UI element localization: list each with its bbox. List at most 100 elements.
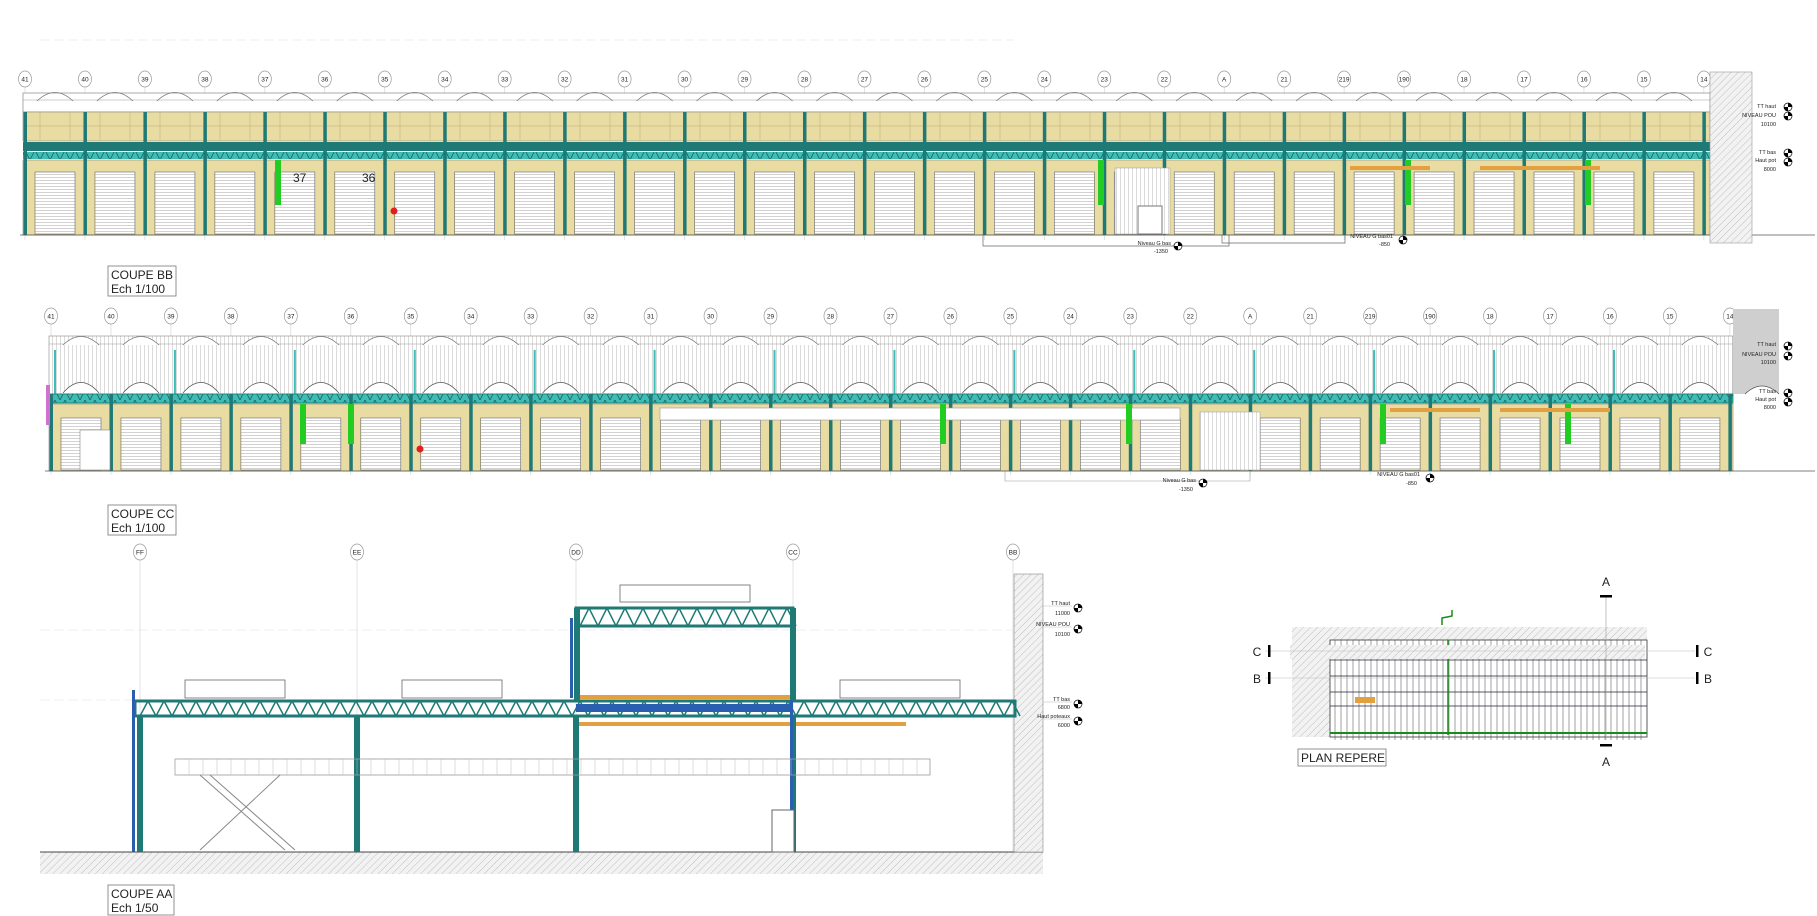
- grid-label: 23: [1101, 77, 1109, 84]
- roller-door: [1593, 171, 1635, 235]
- grid-label: 24: [1041, 77, 1049, 84]
- level-label: TT haut: [1757, 342, 1776, 348]
- level-marker-quadrant: [1074, 629, 1078, 633]
- level-marker-quadrant: [1788, 398, 1792, 402]
- vertical-duct: [893, 350, 896, 394]
- column: [982, 112, 987, 235]
- truss-web: [507, 699, 525, 717]
- cable-tray: [1500, 408, 1610, 412]
- column: [143, 112, 147, 235]
- level-value: -850: [1379, 242, 1390, 248]
- roof-arch: [482, 336, 519, 346]
- grid-label: 219: [1339, 77, 1350, 84]
- level-marker-icon: [1073, 716, 1083, 726]
- grid-bubble: [643, 307, 658, 325]
- level-value: -1350: [1179, 487, 1193, 493]
- roof-arch: [1056, 92, 1093, 102]
- roof-arch: [482, 382, 520, 394]
- roller-door: [634, 171, 675, 235]
- level-label: TT bas: [1053, 697, 1070, 703]
- grid-label: 25: [981, 77, 989, 84]
- blue-pipe: [132, 690, 135, 852]
- roller-door: [1173, 171, 1215, 235]
- grid-bubble: [523, 307, 538, 325]
- roof-arch: [422, 382, 460, 394]
- roller-door: [1293, 171, 1335, 235]
- grid-bubble: [377, 70, 392, 88]
- level-label: TT haut: [1757, 104, 1776, 110]
- column: [1548, 394, 1552, 471]
- column: [683, 112, 687, 235]
- vertical-duct: [773, 350, 776, 394]
- existing-wall: [1733, 309, 1779, 394]
- grid-label: 18: [1460, 77, 1468, 84]
- roof-arch: [1082, 336, 1119, 346]
- column: [409, 394, 413, 471]
- roof-arch: [182, 336, 220, 346]
- roof-truss: [22, 92, 1711, 113]
- grid-label: 219: [1365, 314, 1376, 321]
- roof-arch: [662, 336, 699, 346]
- grid-label: 37: [287, 314, 295, 321]
- truss-web: [651, 606, 671, 627]
- roof-arch: [1595, 92, 1633, 102]
- column: [828, 394, 833, 471]
- truss-web: [875, 699, 893, 717]
- column: [229, 394, 233, 471]
- title-frame: [1297, 748, 1387, 767]
- grid-label: FF: [136, 550, 144, 557]
- level-marker-quadrant: [1078, 717, 1082, 721]
- green-duct: [1585, 160, 1591, 205]
- truss-web: [459, 699, 477, 717]
- roof-arch: [1141, 382, 1179, 394]
- truss-web: [859, 699, 877, 717]
- stair: [79, 429, 111, 471]
- grid-bubble: [1123, 307, 1138, 325]
- truss-web: [379, 699, 397, 717]
- column: [623, 112, 627, 235]
- grid-bubble: [44, 307, 58, 325]
- roller-door: [1259, 417, 1301, 471]
- blue-pipe: [570, 618, 573, 698]
- truss-web: [187, 699, 205, 717]
- column: [574, 608, 580, 702]
- truss-web: [347, 699, 365, 717]
- grid-bubble: [463, 307, 478, 325]
- grid-label: 26: [921, 77, 929, 84]
- roof-arch: [182, 382, 220, 394]
- grid-label: 23: [1127, 314, 1135, 321]
- grid-label: CC: [788, 550, 798, 557]
- level-marker-icon: [1783, 148, 1793, 158]
- roller-door: [540, 417, 581, 471]
- access-door: [1137, 205, 1163, 235]
- roller-door: [394, 171, 436, 235]
- pit-outline: [982, 235, 1230, 247]
- section-aa-scale: Ech 1/50: [111, 901, 159, 915]
- level-value: -1350: [1154, 249, 1168, 255]
- roof-arch: [1501, 382, 1539, 394]
- grid-label: 41: [21, 77, 29, 84]
- roof-arch: [996, 92, 1033, 102]
- grid-label: 190: [1399, 77, 1410, 84]
- level-value: 6000: [1058, 723, 1070, 729]
- roller-door: [1233, 171, 1275, 235]
- level-marker-icon: [1073, 603, 1083, 613]
- column: [1282, 112, 1287, 235]
- truss-web: [235, 699, 253, 717]
- truss-web: [891, 699, 909, 717]
- grid-label: 27: [861, 77, 869, 84]
- roller-door: [900, 417, 941, 471]
- grid-label: 17: [1520, 77, 1528, 84]
- roller-door: [1473, 171, 1515, 235]
- column: [503, 112, 507, 235]
- vertical-duct: [54, 350, 56, 394]
- truss-web: [741, 606, 761, 627]
- grid-bubble: [569, 543, 583, 561]
- grid-label: 28: [827, 314, 835, 321]
- roller-door: [1619, 417, 1661, 471]
- column: [1668, 394, 1672, 471]
- roller-door: [274, 171, 316, 235]
- roof-arch: [1535, 92, 1573, 102]
- truss-web: [171, 699, 189, 717]
- grid-bubble: [1517, 70, 1531, 88]
